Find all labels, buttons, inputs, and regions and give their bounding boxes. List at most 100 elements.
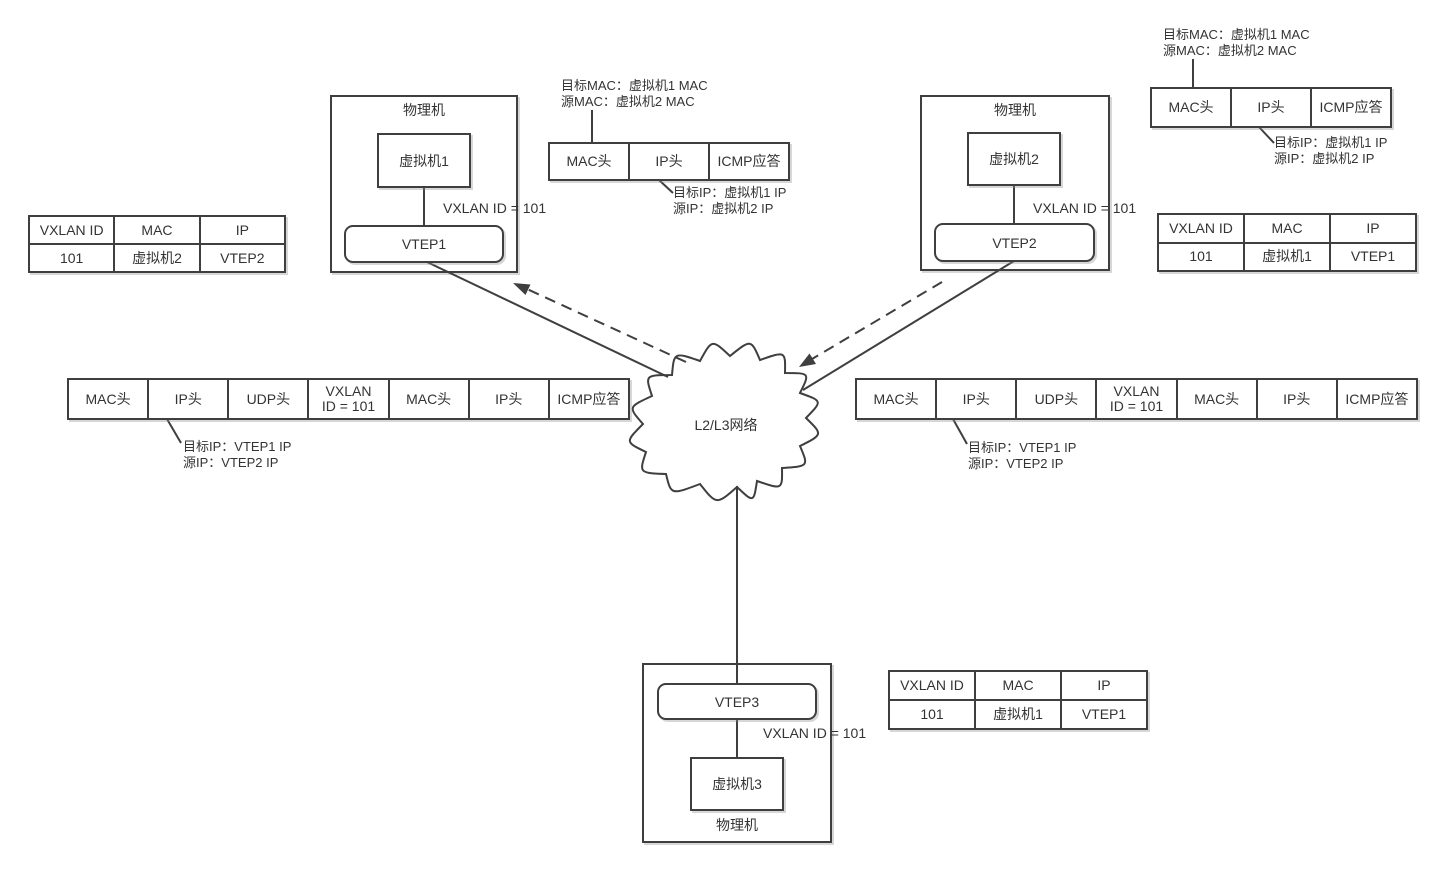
- vxlan-id-label-left: VXLAN ID = 101: [443, 200, 547, 216]
- vxlan-id-label-right: VXLAN ID = 101: [1033, 200, 1137, 216]
- vxlan-cell-line2: ID = 101: [1109, 398, 1164, 414]
- vxlan-cell-line1: VXLAN: [325, 383, 372, 399]
- vtep1-node: VTEP1: [344, 225, 504, 263]
- leader-inner-left-ip: [658, 179, 674, 194]
- header-cell: VXLAN ID: [900, 677, 964, 693]
- data-cell: VTEP2: [198, 245, 284, 271]
- machine-label: 物理机: [403, 102, 445, 118]
- data-cell: VTEP1: [1060, 701, 1146, 728]
- packet-cell-vxlan: VXLAN ID = 101: [1095, 380, 1175, 418]
- annotation-line: 目标IP：VTEP1 IP: [968, 440, 1077, 455]
- packet-cell: IP头: [628, 144, 708, 179]
- annotation-line: 源IP：VTEP2 IP: [183, 455, 279, 470]
- table-header-row: VXLAN ID MAC IP: [890, 672, 1146, 699]
- vxlan-cell-line2: ID = 101: [321, 398, 376, 414]
- packet-cell: ICMP应答: [708, 144, 788, 179]
- packet-cell-vxlan: VXLAN ID = 101: [307, 380, 387, 418]
- annotation-inner-right-mac: 目标MAC：虚拟机1 MAC 源MAC：虚拟机2 MAC: [1163, 27, 1310, 59]
- vtep3-node: VTEP3: [657, 683, 817, 720]
- packet-row: MAC头 IP头 ICMP应答: [550, 144, 788, 179]
- vtep2-node: VTEP2: [934, 223, 1095, 262]
- machine-label: 物理机: [994, 102, 1036, 118]
- header-cell: IP: [1060, 672, 1146, 699]
- data-cell: VTEP1: [1329, 243, 1415, 270]
- leader-inner-right-ip: [1258, 126, 1275, 144]
- vm1-node: 虚拟机1: [377, 133, 471, 188]
- packet-cell: IP头: [467, 380, 548, 418]
- data-cell: 101: [920, 706, 944, 722]
- vxlan-mapping-table-right: VXLAN ID MAC IP 101 虚拟机1 VTEP1: [1157, 213, 1417, 272]
- reply-flow-arrow-to-vtep1: [526, 288, 687, 363]
- packet-cell: IP头: [935, 380, 1015, 418]
- packet-cell: MAC头: [387, 380, 468, 418]
- table-header-row: VXLAN ID MAC IP: [1159, 215, 1415, 242]
- table-data-row: 101 虚拟机2 VTEP2: [30, 243, 284, 271]
- reply-flow-arrow-to-cloud: [811, 281, 943, 360]
- annotation-line: 源IP：虚拟机2 IP: [1274, 151, 1375, 166]
- annotation-inner-left-ip: 目标IP：虚拟机1 IP 源IP：虚拟机2 IP: [673, 185, 786, 217]
- vxlan-id-label-bottom: VXLAN ID = 101: [763, 725, 867, 741]
- annotation-line: 源IP：虚拟机2 IP: [673, 201, 774, 216]
- vm2-node: 虚拟机2: [967, 132, 1061, 186]
- packet-cell: IP头: [147, 380, 227, 418]
- annotation-line: 目标MAC：虚拟机1 MAC: [1163, 27, 1310, 42]
- packet-table-inner-right: MAC头 IP头 ICMP应答: [1150, 87, 1392, 128]
- packet-table-inner-left: MAC头 IP头 ICMP应答: [548, 142, 790, 181]
- packet-cell: MAC头: [1175, 380, 1256, 418]
- arrowhead-to-cloud: [799, 353, 816, 367]
- header-cell: MAC: [113, 217, 198, 243]
- header-cell: MAC: [974, 672, 1060, 699]
- data-cell: 101: [59, 249, 84, 266]
- annotation-outer-left-ip: 目标IP：VTEP1 IP 源IP：VTEP2 IP: [183, 439, 291, 471]
- packet-cell: ICMP应答: [1335, 380, 1416, 418]
- header-cell: IP: [1329, 215, 1415, 242]
- header-cell: MAC: [1243, 215, 1329, 242]
- cloud-label: L2/L3网络: [694, 417, 758, 433]
- data-cell: 虚拟机2: [113, 245, 198, 271]
- vxlan-mapping-table-left: VXLAN ID MAC IP 101 虚拟机2 VTEP2: [28, 215, 286, 273]
- annotation-line: 目标IP：虚拟机1 IP: [673, 185, 787, 200]
- machine-label: 物理机: [716, 817, 758, 833]
- packet-cell: UDP头: [1015, 380, 1095, 418]
- packet-table-outer-right: MAC头 IP头 UDP头 VXLAN ID = 101 MAC头 IP头 IC…: [855, 378, 1418, 420]
- leader-outer-left-ip: [166, 418, 182, 444]
- packet-cell: ICMP应答: [1310, 89, 1390, 126]
- packet-cell: UDP头: [227, 380, 307, 418]
- annotation-line: 目标IP：VTEP1 IP: [183, 439, 292, 454]
- table-data-row: 101 虚拟机1 VTEP1: [890, 699, 1146, 728]
- annotation-line: 源IP：VTEP2 IP: [968, 456, 1064, 471]
- annotation-line: 目标IP：虚拟机1 IP: [1274, 135, 1388, 150]
- data-cell: 虚拟机1: [1243, 243, 1329, 270]
- packet-cell: ICMP应答: [547, 380, 628, 418]
- packet-table-outer-left: MAC头 IP头 UDP头 VXLAN ID = 101 MAC头 IP头 IC…: [67, 378, 630, 420]
- table-header-row: VXLAN ID MAC IP: [30, 217, 284, 243]
- vxlan-mapping-table-bottom: VXLAN ID MAC IP 101 虚拟机1 VTEP1: [888, 670, 1148, 730]
- packet-cell: IP头: [1255, 380, 1336, 418]
- vxlan-cell-line1: VXLAN: [1113, 383, 1160, 399]
- packet-row: MAC头 IP头 UDP头 VXLAN ID = 101 MAC头 IP头 IC…: [857, 380, 1416, 418]
- header-cell: VXLAN ID: [1169, 219, 1233, 236]
- packet-cell: MAC头: [873, 390, 919, 407]
- arrowhead-to-vtep1: [513, 283, 531, 295]
- annotation-inner-left-mac: 目标MAC：虚拟机1 MAC 源MAC：虚拟机2 MAC: [561, 78, 708, 110]
- leader-outer-right-ip: [952, 418, 968, 445]
- vtep2-cloud-link: [802, 260, 1015, 391]
- data-cell: 虚拟机1: [974, 701, 1060, 728]
- vm3-node: 虚拟机3: [690, 757, 784, 811]
- header-cell: IP: [198, 217, 284, 243]
- table-data-row: 101 虚拟机1 VTEP1: [1159, 241, 1415, 270]
- packet-cell: MAC头: [1168, 99, 1214, 115]
- header-cell: VXLAN ID: [39, 221, 104, 238]
- packet-cell: IP头: [1230, 89, 1310, 126]
- annotation-line: 目标MAC：虚拟机1 MAC: [561, 78, 708, 93]
- packet-row: MAC头 IP头 ICMP应答: [1152, 89, 1390, 126]
- packet-row: MAC头 IP头 UDP头 VXLAN ID = 101 MAC头 IP头 IC…: [69, 380, 628, 418]
- packet-cell: MAC头: [85, 390, 131, 407]
- annotation-line: 源MAC：虚拟机2 MAC: [561, 94, 695, 109]
- packet-cell: MAC头: [566, 153, 612, 169]
- annotation-outer-right-ip: 目标IP：VTEP1 IP 源IP：VTEP2 IP: [968, 440, 1076, 472]
- annotation-inner-right-ip: 目标IP：虚拟机1 IP 源IP：虚拟机2 IP: [1274, 135, 1387, 167]
- annotation-line: 源MAC：虚拟机2 MAC: [1163, 43, 1297, 58]
- data-cell: 101: [1189, 248, 1213, 265]
